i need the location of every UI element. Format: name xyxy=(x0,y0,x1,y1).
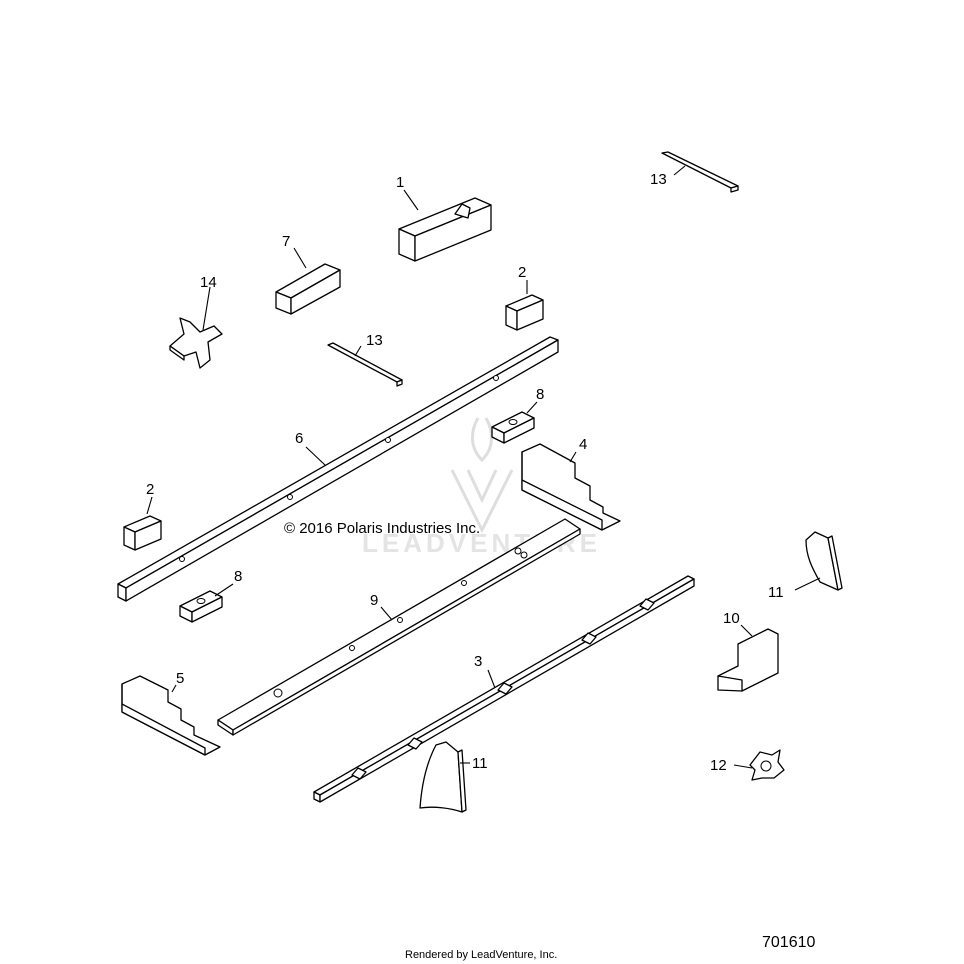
callout-10: 10 xyxy=(723,610,740,627)
part-11-wedge-right[interactable] xyxy=(805,531,843,591)
callout-1: 1 xyxy=(396,174,404,191)
leader-lines xyxy=(146,165,821,769)
callout-9: 9 xyxy=(370,592,378,609)
part-8-block-upper[interactable] xyxy=(491,411,535,444)
part-3-notched-rail[interactable] xyxy=(313,575,695,803)
copyright-notice: © 2016 Polaris Industries Inc. xyxy=(284,520,480,537)
part-6-rail[interactable] xyxy=(117,336,559,602)
callout-7: 7 xyxy=(282,233,290,250)
callout-11-right: 11 xyxy=(768,584,784,601)
drawing-number: 701610 xyxy=(762,934,815,951)
part-2-block-lower[interactable] xyxy=(123,515,162,551)
callout-13-top: 13 xyxy=(650,171,667,188)
part-10-l-block[interactable] xyxy=(717,628,779,692)
callout-3: 3 xyxy=(474,653,482,670)
callout-14: 14 xyxy=(200,274,217,291)
callout-4: 4 xyxy=(579,436,587,453)
callout-6: 6 xyxy=(295,430,303,447)
part-7-block[interactable] xyxy=(275,263,341,315)
part-13-strip-top[interactable] xyxy=(661,151,739,193)
part-4-stepped-block[interactable] xyxy=(521,443,621,531)
part-1-block[interactable] xyxy=(398,197,492,262)
callout-5: 5 xyxy=(176,670,184,687)
callout-labels: 1 2 2 3 4 5 6 7 8 8 9 10 11 11 12 13 13 … xyxy=(146,171,784,774)
leadventure-watermark-icon xyxy=(450,417,514,534)
callout-2-upper: 2 xyxy=(518,264,526,281)
callout-8-lower: 8 xyxy=(234,568,242,585)
part-11-wedge-center[interactable] xyxy=(419,741,467,813)
part-13-strip-middle[interactable] xyxy=(327,342,403,387)
part-14-bracket[interactable] xyxy=(169,317,223,369)
callout-12: 12 xyxy=(710,757,727,774)
part-9-flat-bar[interactable] xyxy=(217,518,581,736)
callout-11-center: 11 xyxy=(472,755,488,772)
part-8-block-lower[interactable] xyxy=(179,590,223,623)
render-credit: Rendered by LeadVenture, Inc. xyxy=(405,949,557,961)
part-12-washer[interactable] xyxy=(749,749,785,781)
callout-8-upper: 8 xyxy=(536,386,544,403)
part-2-block-upper[interactable] xyxy=(505,294,544,331)
callout-13-middle: 13 xyxy=(366,332,383,349)
part-5-stepped-block[interactable] xyxy=(121,675,221,756)
callout-2-lower: 2 xyxy=(146,481,154,498)
